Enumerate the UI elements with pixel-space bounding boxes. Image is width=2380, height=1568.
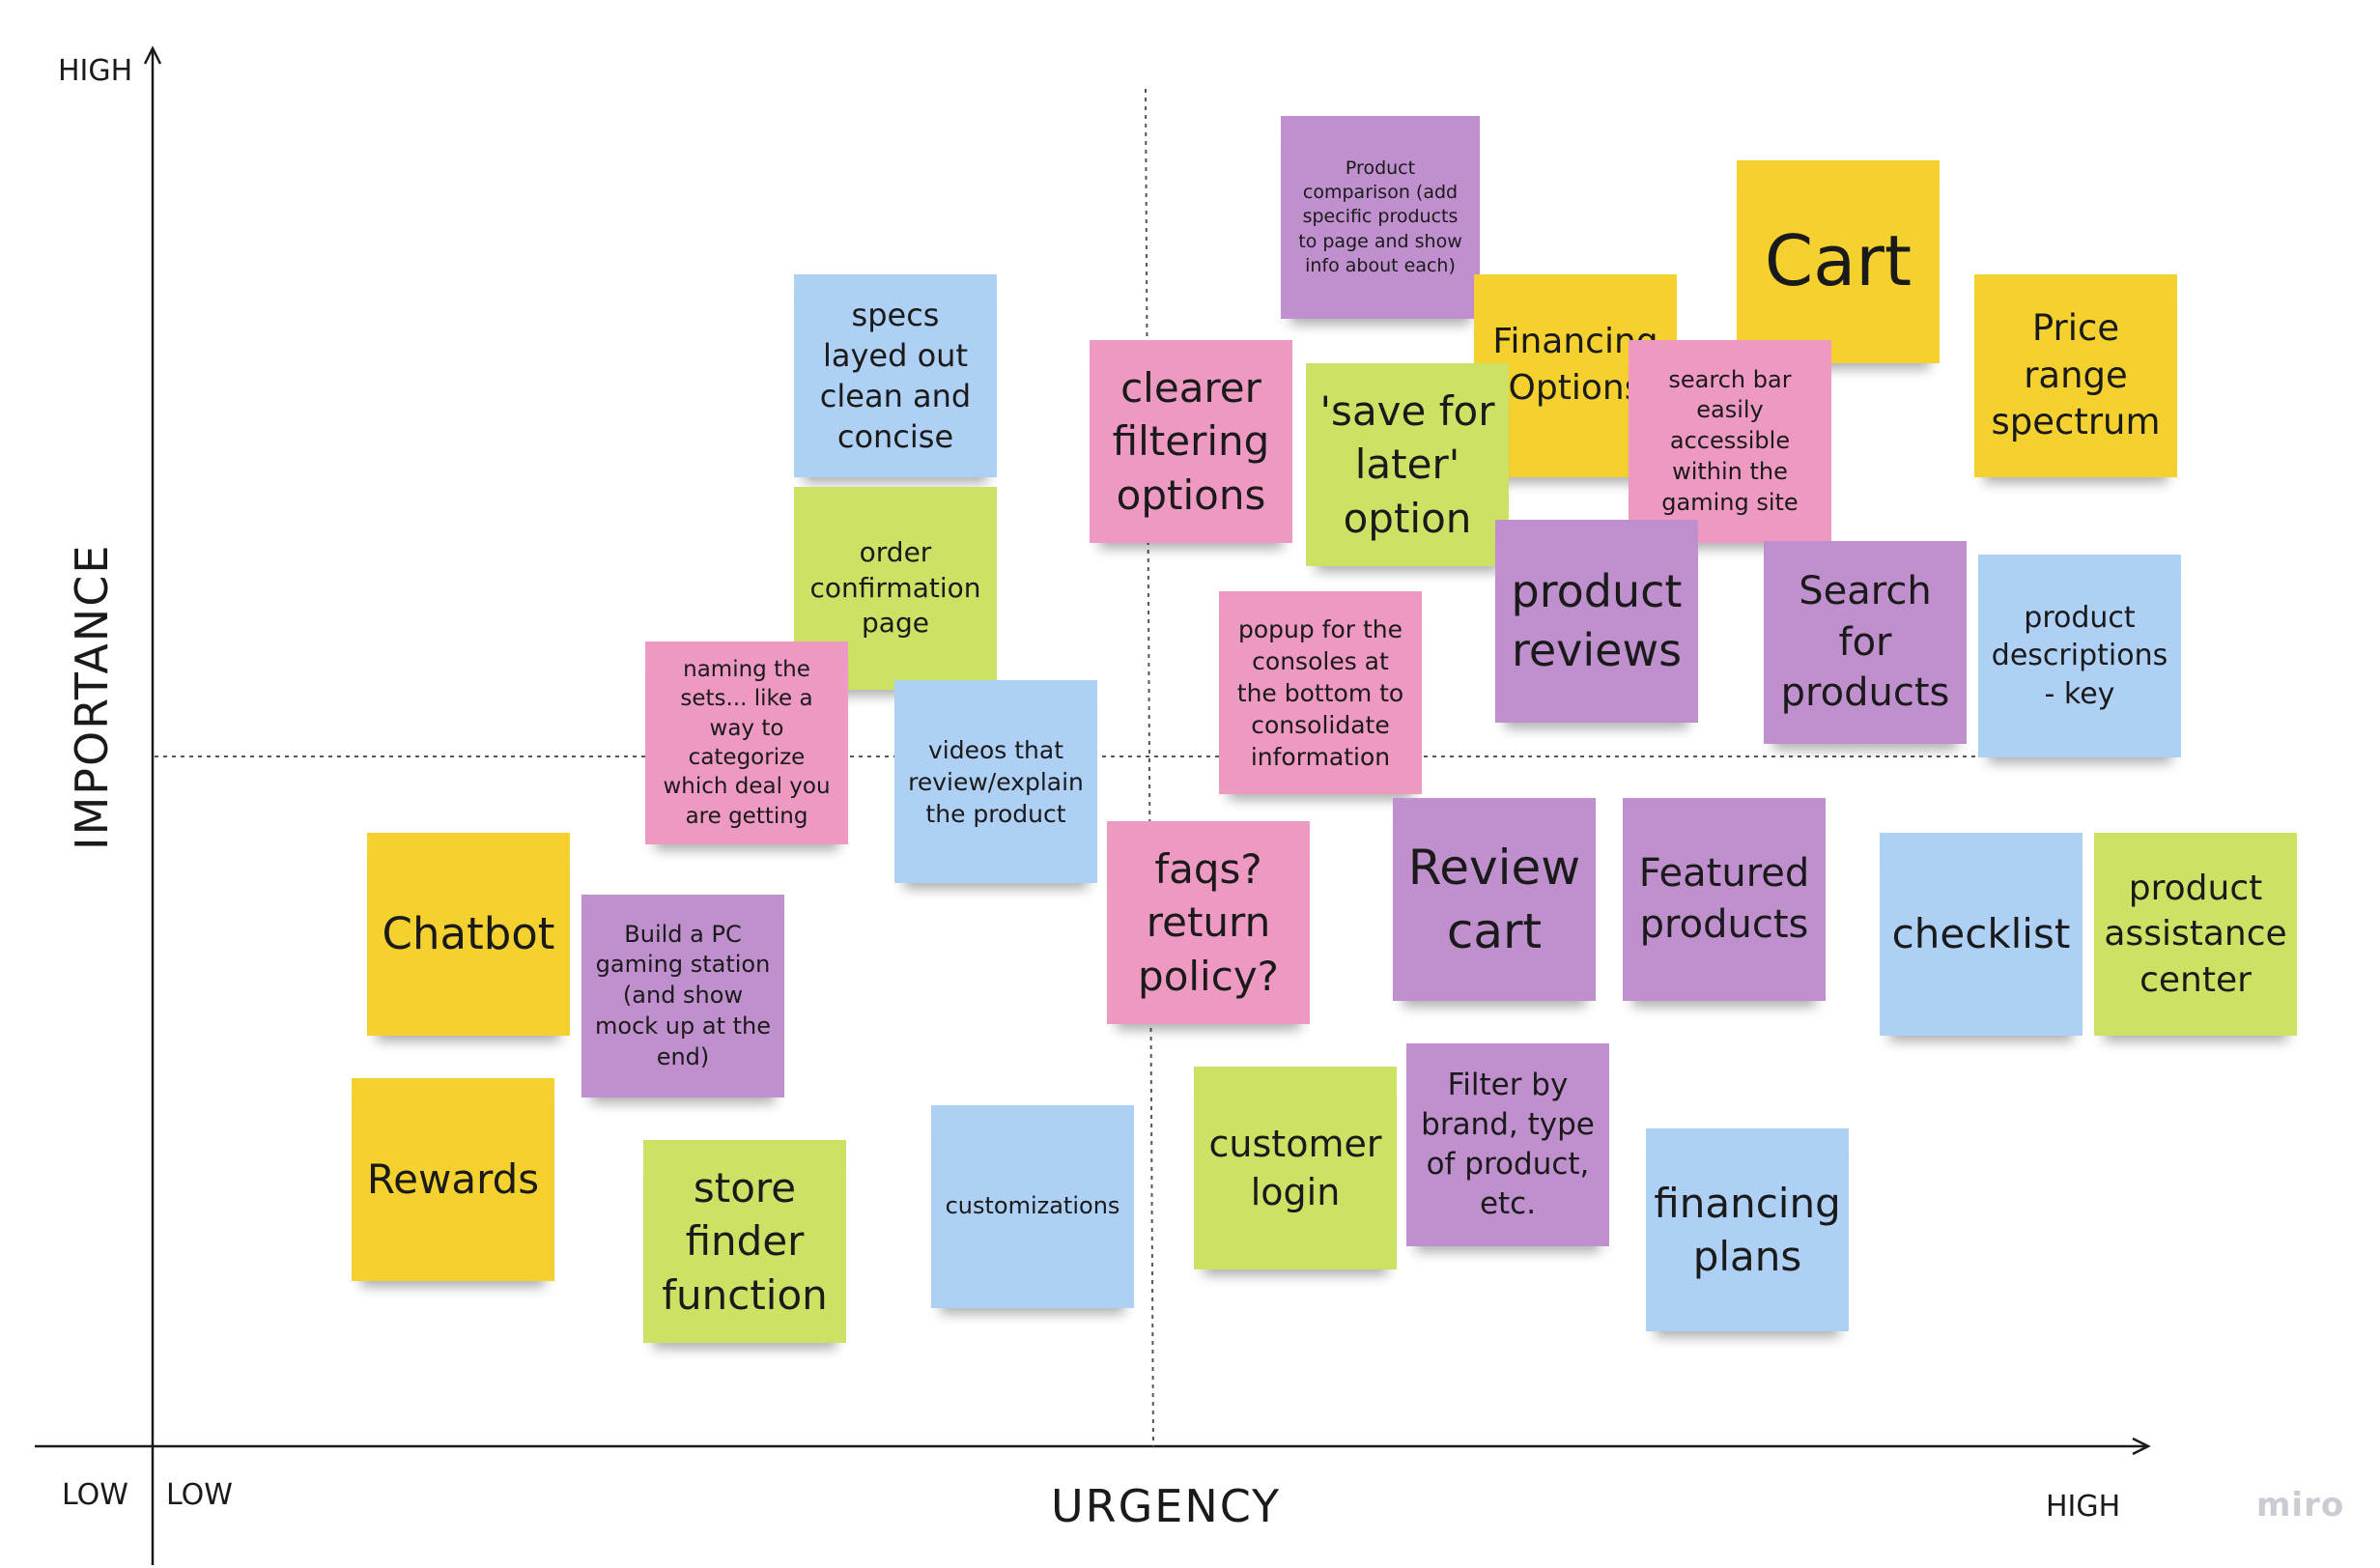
- sticky-note-text: Filter by brand, type of product, etc.: [1421, 1068, 1595, 1221]
- sticky-note-customizations[interactable]: customizations: [931, 1105, 1134, 1308]
- sticky-note-text: Featured products: [1638, 851, 1810, 947]
- sticky-note-text: clearer filtering options: [1112, 363, 1270, 519]
- sticky-note-clearer-filtering-options[interactable]: clearer filtering options: [1090, 340, 1292, 543]
- sticky-note-text: search bar easily accessible within the …: [1661, 365, 1799, 516]
- sticky-note-text: naming the sets... like a way to categor…: [663, 656, 831, 829]
- sticky-note-text: checklist: [1891, 910, 2071, 958]
- sticky-note-filter-by-brand[interactable]: Filter by brand, type of product, etc.: [1406, 1043, 1609, 1246]
- sticky-note-financing-plans[interactable]: financing plans: [1646, 1128, 1849, 1331]
- sticky-note-text: Build a PC gaming station (and show mock…: [595, 920, 771, 1070]
- sticky-note-text: order confirmation page: [809, 535, 981, 640]
- sticky-note-search-for-products[interactable]: Search for products: [1764, 541, 1967, 744]
- x-axis-title: URGENCY: [1051, 1480, 1282, 1532]
- sticky-note-featured-products[interactable]: Featured products: [1623, 798, 1826, 1001]
- sticky-note-build-a-pc[interactable]: Build a PC gaming station (and show mock…: [581, 895, 784, 1098]
- sticky-note-product-reviews[interactable]: product reviews: [1495, 520, 1698, 723]
- sticky-note-text: 'save for later' option: [1319, 386, 1495, 542]
- sticky-note-faqs-return-policy[interactable]: faqs? return policy?: [1107, 821, 1310, 1024]
- sticky-note-product-descriptions-key[interactable]: product descriptions - key: [1978, 555, 2181, 757]
- sticky-note-text: Search for products: [1780, 568, 1950, 716]
- sticky-note-text: faqs? return policy?: [1138, 844, 1279, 1000]
- sticky-note-text: financing plans: [1654, 1179, 1841, 1280]
- sticky-note-product-assistance-center[interactable]: product assistance center: [2094, 833, 2297, 1036]
- sticky-note-text: customer login: [1208, 1122, 1382, 1213]
- x-axis-low-label: LOW: [166, 1478, 233, 1512]
- sticky-note-product-comparison[interactable]: Product comparison (add specific product…: [1281, 116, 1480, 319]
- x-axis-arrowhead: [2132, 1437, 2151, 1456]
- sticky-note-checklist[interactable]: checklist: [1880, 833, 2082, 1036]
- sticky-note-customer-login[interactable]: customer login: [1194, 1067, 1397, 1269]
- sticky-note-text: videos that review/explain the product: [908, 735, 1084, 828]
- vertical-quadrant-divider: [1145, 88, 1154, 1447]
- sticky-note-text: product assistance center: [2104, 868, 2287, 1000]
- sticky-note-specs-layed-out[interactable]: specs layed out clean and concise: [794, 274, 997, 477]
- sticky-note-text: product reviews: [1511, 565, 1683, 676]
- sticky-note-videos-review[interactable]: videos that review/explain the product: [894, 680, 1097, 883]
- sticky-note-naming-the-sets[interactable]: naming the sets... like a way to categor…: [645, 641, 848, 844]
- sticky-note-text: Product comparison (add specific product…: [1298, 157, 1462, 276]
- sticky-note-rewards[interactable]: Rewards: [352, 1078, 554, 1281]
- x-axis-high-label: HIGH: [2046, 1490, 2121, 1524]
- sticky-note-text: product descriptions - key: [1991, 600, 2168, 711]
- sticky-note-text: customizations: [945, 1192, 1120, 1220]
- sticky-note-store-finder-function[interactable]: store finder function: [643, 1140, 846, 1343]
- sticky-note-text: Rewards: [366, 1155, 540, 1204]
- sticky-note-text: specs layed out clean and concise: [819, 296, 972, 456]
- sticky-note-text: Price range spectrum: [1991, 306, 2161, 443]
- sticky-note-chatbot[interactable]: Chatbot: [367, 833, 570, 1036]
- sticky-note-order-confirmation-page[interactable]: order confirmation page: [794, 487, 997, 690]
- sticky-note-text: popup for the consoles at the bottom to …: [1236, 614, 1404, 771]
- sticky-note-text: store finder function: [662, 1163, 828, 1319]
- sticky-note-cart[interactable]: Cart: [1737, 160, 1940, 363]
- sticky-note-text: Chatbot: [382, 908, 555, 960]
- sticky-note-review-cart[interactable]: Review cart: [1393, 798, 1596, 1001]
- miro-logo: miro: [2256, 1486, 2345, 1525]
- sticky-note-search-bar-accessible[interactable]: search bar easily accessible within the …: [1629, 340, 1831, 543]
- sticky-note-price-range-spectrum[interactable]: Price range spectrum: [1974, 274, 2177, 477]
- y-axis-high-label: HIGH: [58, 54, 133, 88]
- sticky-note-text: Cart: [1764, 220, 1912, 302]
- sticky-note-text: Review cart: [1407, 840, 1581, 959]
- y-axis-arrowhead: [143, 45, 162, 65]
- sticky-note-popup-consoles[interactable]: popup for the consoles at the bottom to …: [1219, 591, 1422, 794]
- y-axis-low-label: LOW: [62, 1478, 128, 1512]
- sticky-note-save-for-later[interactable]: 'save for later' option: [1306, 363, 1509, 566]
- y-axis-title: IMPORTANCE: [66, 543, 118, 850]
